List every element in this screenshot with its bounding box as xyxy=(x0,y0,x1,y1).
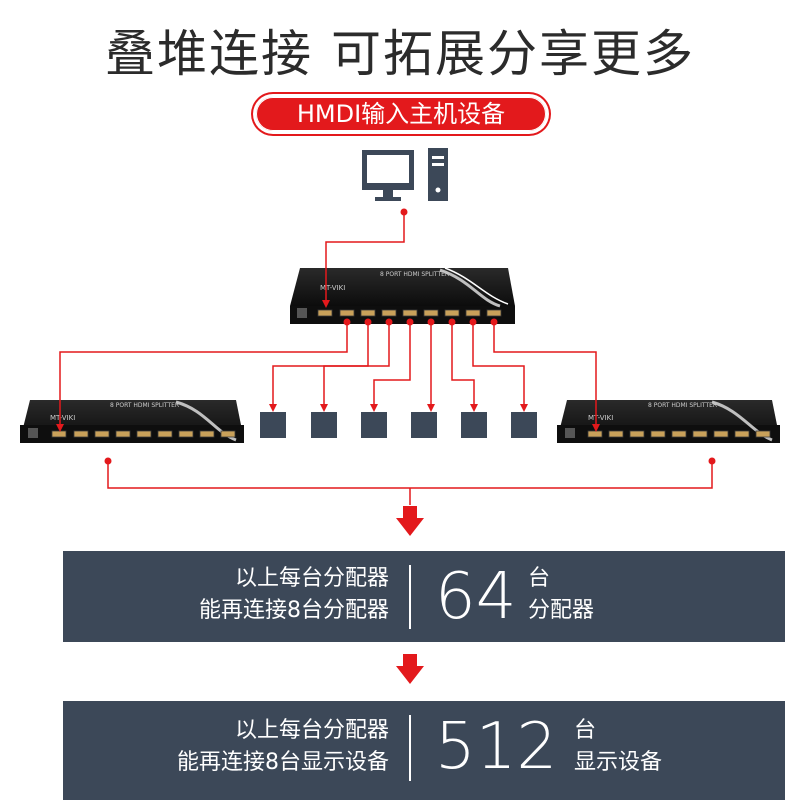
connection-lines xyxy=(56,208,716,505)
output-box xyxy=(411,412,437,438)
source-label-text: HMDI输入主机设备 xyxy=(296,100,506,128)
panel-unit-line1: 台 xyxy=(528,566,551,591)
down-arrow-icon xyxy=(396,506,424,536)
panel-desc-line1: 以上每台分配器 xyxy=(234,718,389,743)
panel-desc-line2: 能再连接8台显示设备 xyxy=(177,750,389,775)
right-device-model-label: 8 PORT HDMI SPLITTER xyxy=(648,402,717,409)
panel-unit-line2: 分配器 xyxy=(528,598,595,623)
panel-unit-line1: 台 xyxy=(574,718,597,743)
source-label-badge: HMDI输入主机设备 xyxy=(253,94,549,134)
result-panel-displays: 以上每台分配器 能再连接8台显示设备 512 台 显示设备 xyxy=(63,701,785,800)
panel-description: 以上每台分配器 能再连接8台分配器 xyxy=(199,563,389,627)
page-title: 叠堆连接 可拓展分享更多 xyxy=(105,25,695,83)
panel-desc-line2: 能再连接8台分配器 xyxy=(199,598,389,623)
panel-description: 以上每台分配器 能再连接8台显示设备 xyxy=(177,715,389,779)
output-box xyxy=(511,412,537,438)
pc-tower-icon xyxy=(428,148,448,201)
output-box xyxy=(461,412,487,438)
panel-count: 512 xyxy=(435,710,558,784)
panel-unit: 台 分配器 xyxy=(528,563,594,627)
panel-divider xyxy=(409,565,411,629)
output-box xyxy=(361,412,387,438)
left-device-brand-label: MT-VIKI xyxy=(50,414,75,422)
output-box xyxy=(311,412,337,438)
panel-unit: 台 显示设备 xyxy=(574,715,662,779)
left-splitter-device: MT-VIKI 8 PORT HDMI SPLITTER xyxy=(20,400,244,443)
right-splitter-device: MT-VIKI 8 PORT HDMI SPLITTER xyxy=(557,400,780,443)
output-box xyxy=(260,412,286,438)
down-arrow-icon-2 xyxy=(396,654,424,684)
panel-unit-line2: 显示设备 xyxy=(574,750,663,775)
device-model-label: 8 PORT HDMI SPLITTER xyxy=(380,271,449,278)
result-panel-splitters: 以上每台分配器 能再连接8台分配器 64 台 分配器 xyxy=(63,551,785,642)
left-device-model-label: 8 PORT HDMI SPLITTER xyxy=(110,402,179,409)
output-device-boxes xyxy=(260,412,537,438)
panel-desc-line1: 以上每台分配器 xyxy=(234,566,389,591)
panel-divider xyxy=(409,715,411,781)
device-brand-label: MT-VIKI xyxy=(320,284,345,292)
panel-count: 64 xyxy=(435,560,517,634)
main-splitter-device: MT-VIKI 8 PORT HDMI SPLITTER xyxy=(290,267,515,324)
right-device-brand-label: MT-VIKI xyxy=(588,414,613,422)
computer-monitor-icon xyxy=(362,150,414,201)
